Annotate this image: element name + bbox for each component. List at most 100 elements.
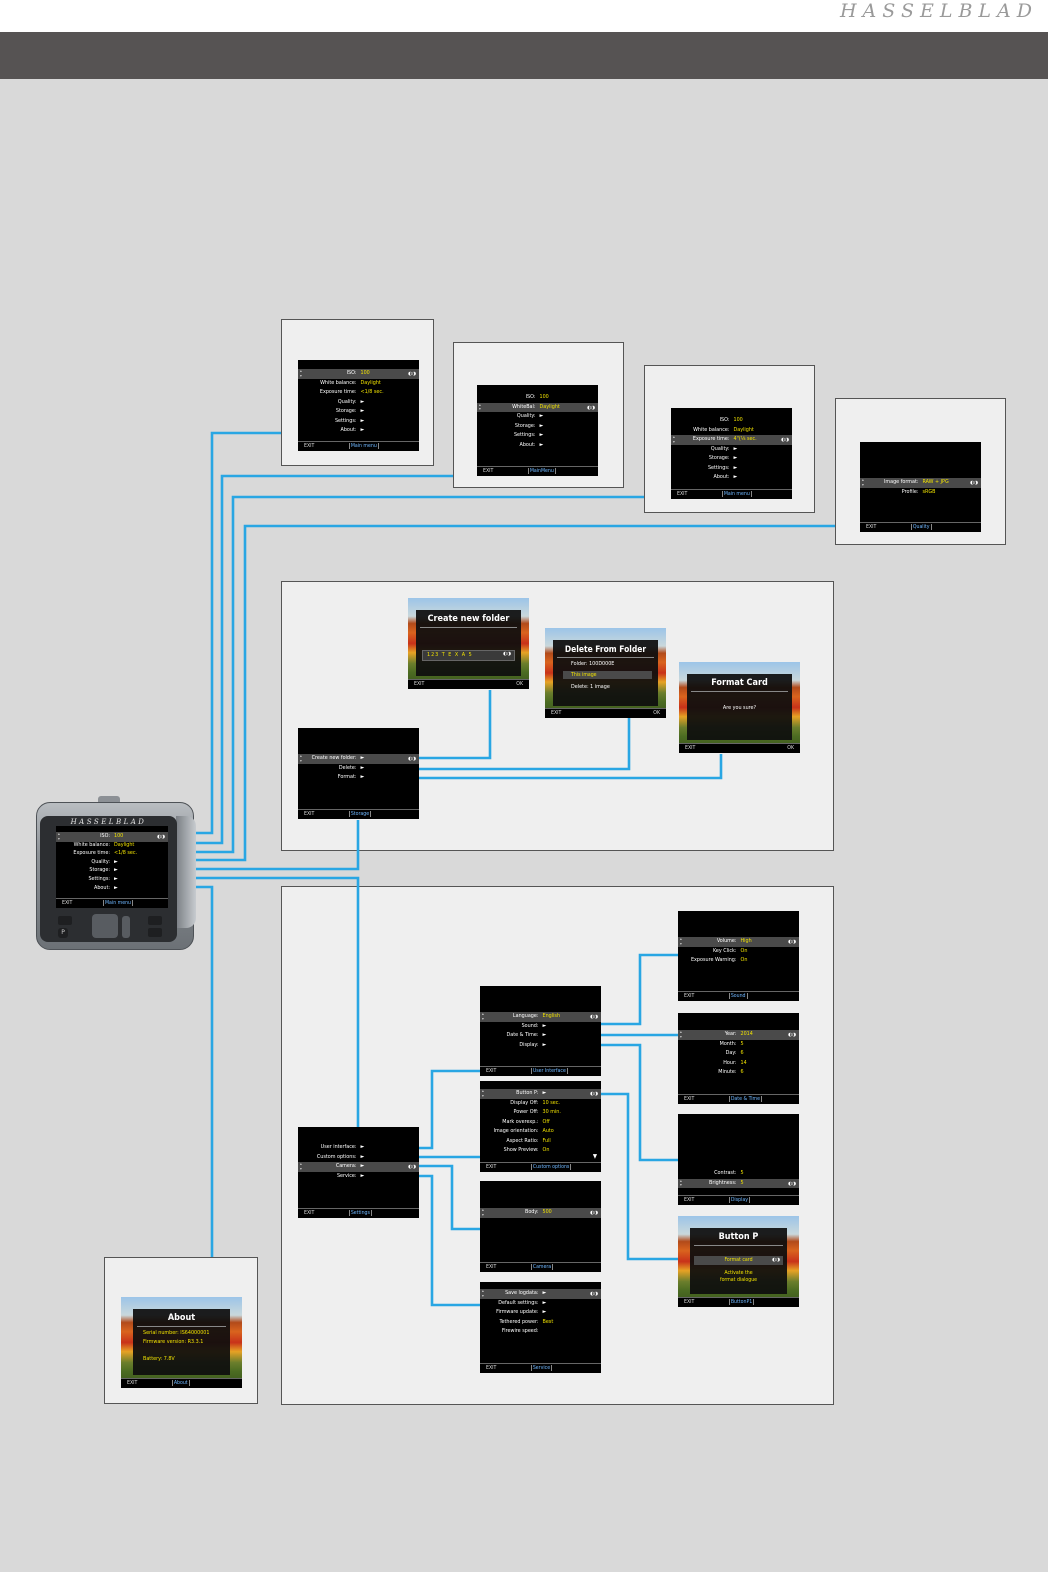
camera-navigation-pad[interactable] [92, 914, 118, 938]
row-label: Storage: [708, 455, 730, 461]
menu-row[interactable]: Format:► [298, 773, 419, 783]
menu-row[interactable]: Sound:► [480, 1022, 601, 1032]
menu-row[interactable]: Tethered power:Best [480, 1318, 601, 1328]
menu-row[interactable]: Hour:14 [678, 1059, 799, 1069]
menu-row[interactable]: Storage:► [477, 422, 598, 432]
dialog-divider [557, 657, 654, 658]
menu-row[interactable]: Settings:► [477, 431, 598, 441]
menu-row[interactable]: Power Off:30 min. [480, 1108, 601, 1118]
menu-row[interactable]: Key Click:On [678, 947, 799, 957]
scroll-down-icon[interactable]: ▼ [592, 1153, 597, 1160]
up-down-icon: ▴ ▾ [479, 401, 481, 411]
menu-row[interactable]: Minute:6 [678, 1068, 799, 1078]
menu-row[interactable]: About:► [477, 441, 598, 451]
row-label: Aspect Ratio: [506, 1137, 539, 1144]
storage-screen: Create new folder:►▴ ▾◐◑Delete:►Format:►… [298, 728, 419, 819]
menu-name: User Interface [530, 1068, 568, 1074]
menu-row[interactable]: Firmware update:► [480, 1308, 601, 1318]
camera-button-p[interactable]: P [58, 928, 68, 938]
settings-screen: User interface:►Custom options:►Camera:►… [298, 1127, 419, 1218]
menu-row[interactable]: Day:6 [678, 1049, 799, 1059]
menu-row[interactable]: Quality:► [671, 445, 792, 455]
camera-shutter [98, 796, 120, 804]
row-value: <1/8 sec. [360, 389, 384, 395]
menu-row[interactable]: Body:500▴ ▾◐◑ [480, 1207, 601, 1218]
adjust-icon: ◐◑ [781, 437, 789, 443]
menu-row[interactable]: Firewire speed: [480, 1327, 601, 1337]
menu-row[interactable]: Volume:High▴ ▾◐◑ [678, 936, 799, 947]
up-down-icon: ▴ ▾ [300, 1161, 302, 1171]
menu-row[interactable]: ISO:100▴ ▾◐◑ [56, 831, 168, 842]
menu-row[interactable]: White balance:Daylight [298, 379, 419, 389]
menu-row[interactable]: White balance:Daylight [671, 426, 792, 436]
menu-row[interactable]: Aspect Ratio:Full [480, 1137, 601, 1147]
menu-row[interactable]: Default settings:► [480, 1299, 601, 1309]
row-label: Settings: [334, 417, 357, 424]
menu-row[interactable]: About:► [298, 426, 419, 436]
row-value: Auto [542, 1128, 554, 1134]
format-card-option[interactable]: Format card ◐◑ [694, 1256, 783, 1265]
menu-row[interactable]: About:► [56, 884, 168, 894]
camera-scroll-wheel[interactable] [122, 916, 130, 938]
menu-row[interactable]: Quality:► [56, 858, 168, 868]
menu-row[interactable]: Exposure time:<1/8 sec. [298, 388, 419, 398]
menu-row[interactable]: Quality:► [477, 412, 598, 422]
row-label: Display: [519, 1041, 539, 1048]
row-label: Storage: [335, 408, 357, 414]
menu-row[interactable]: Storage:► [298, 407, 419, 417]
menu-row[interactable]: Display:► [480, 1041, 601, 1051]
menu-row[interactable]: ISO:100 [477, 393, 598, 403]
menu-row[interactable]: Exposure time:<1/8 sec. [56, 849, 168, 859]
menu-row[interactable]: White balance:Daylight [56, 841, 168, 851]
menu-row[interactable]: ISO:100 [671, 416, 792, 426]
menu-row[interactable]: Mark overexp.:Off [480, 1118, 601, 1128]
menu-row[interactable]: Language:English▴ ▾◐◑ [480, 1011, 601, 1022]
this-image-option[interactable]: This image [563, 671, 652, 679]
menu-row[interactable]: Exposure time:4"(⅛ sec.▴ ▾◐◑ [671, 434, 792, 445]
row-label: ISO: [719, 417, 730, 423]
menu-row[interactable]: ISO:100▴ ▾◐◑ [298, 368, 419, 379]
exit-label: EXIT [677, 491, 688, 497]
row-label: Format: [337, 774, 357, 780]
menu-row[interactable]: Quality:► [298, 398, 419, 408]
menu-row[interactable]: Year:2014▴ ▾◐◑ [678, 1029, 799, 1040]
menu-row[interactable]: Image orientation:Auto [480, 1127, 601, 1137]
menu-row[interactable]: Custom options:► [298, 1153, 419, 1163]
camera-brand: HASSELBLAD [70, 818, 147, 826]
folder-name-input[interactable]: 123 T E X A 5 ◐◑ [422, 650, 515, 661]
menu-row[interactable]: Create new folder:►▴ ▾◐◑ [298, 753, 419, 764]
menu-row[interactable]: Image format:RAW + JPG▴ ▾◐◑ [860, 477, 981, 488]
menu-row[interactable]: WhiteBal:Daylight▴ ▾◐◑ [477, 401, 598, 412]
menu-row[interactable]: Show Preview:On [480, 1146, 601, 1156]
menu-row[interactable]: Contrast:5 [678, 1169, 799, 1179]
menu-row[interactable]: Storage:► [56, 866, 168, 876]
menu-row[interactable]: Settings:► [671, 464, 792, 474]
menu-row[interactable]: Profile:sRGB [860, 488, 981, 498]
camera-button-left[interactable] [58, 916, 72, 925]
menu-row[interactable]: Display Off:10 sec. [480, 1099, 601, 1109]
menu-row[interactable]: Storage:► [671, 454, 792, 464]
user-interface-screen: Language:English▴ ▾◐◑Sound:►Date & Time:… [480, 986, 601, 1076]
menu-row[interactable]: About:► [671, 473, 792, 483]
menu-row[interactable]: Settings:► [56, 875, 168, 885]
row-value: ► [542, 1032, 547, 1038]
row-label: Quality: [337, 398, 357, 405]
menu-row[interactable]: User interface:► [298, 1143, 419, 1153]
menu-row[interactable]: Date & Time:► [480, 1031, 601, 1041]
row-value: ► [360, 417, 365, 424]
menu-row[interactable]: Delete:► [298, 764, 419, 774]
up-down-icon: ▴ ▾ [482, 1207, 484, 1217]
menu-row[interactable]: Exposure Warning:On [678, 956, 799, 966]
menu-row[interactable]: Button P:►▴ ▾◐◑ [480, 1088, 601, 1099]
menu-row[interactable]: Camera:►▴ ▾◐◑ [298, 1161, 419, 1172]
menu-row[interactable]: Settings:► [298, 417, 419, 427]
menu-row[interactable]: Brightness:5▴ ▾◐◑ [678, 1178, 799, 1188]
menu-row[interactable]: Month:5 [678, 1040, 799, 1050]
camera-button-right[interactable] [148, 916, 162, 925]
menu-row[interactable]: Save logdata:►▴ ▾◐◑ [480, 1288, 601, 1299]
camera-button-menu[interactable] [148, 928, 162, 937]
menu-row[interactable]: Service:► [298, 1172, 419, 1182]
